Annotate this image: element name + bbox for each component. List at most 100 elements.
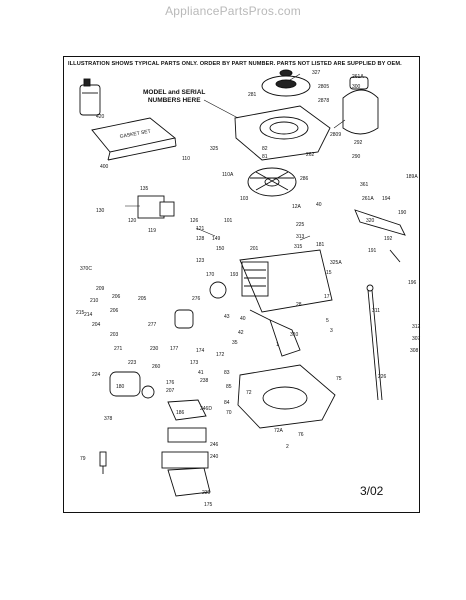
part-number-label: 320 [366, 218, 375, 224]
linkage-part [354, 209, 406, 263]
piston-part [174, 281, 227, 329]
part-number-label: 103 [240, 196, 249, 202]
part-number-label: 325A [330, 260, 342, 266]
part-number-label: 180 [116, 384, 125, 390]
part-number-label: 2809 [330, 132, 341, 138]
part-number-label: 223 [128, 360, 137, 366]
part-number-label: 214 [84, 312, 93, 318]
part-number-label: 177 [170, 346, 179, 352]
part-number-label: 176 [166, 380, 175, 386]
part-number-label: 307 [412, 336, 421, 342]
part-number-label: 260 [152, 364, 161, 370]
part-number-label: 286 [300, 176, 309, 182]
serial-callout: MODEL and SERIAL NUMBERS HERE [143, 89, 205, 105]
part-number-label: 1 [276, 342, 279, 348]
part-number-label: 209 [96, 286, 105, 292]
sump-base-part [237, 364, 336, 429]
part-number-label: 201 [250, 246, 259, 252]
part-number-label: 121 [196, 226, 205, 232]
serial-callout-line-1: MODEL and SERIAL [143, 89, 206, 96]
header-note: ILLUSTRATION SHOWS TYPICAL PARTS ONLY. O… [68, 61, 402, 67]
part-number-label: 110 [182, 156, 190, 162]
spark-plug-part [99, 451, 107, 474]
part-number-label: 196 [408, 280, 417, 286]
part-number-label: 81 [262, 154, 268, 160]
part-number-label: 40 [240, 316, 246, 322]
part-number-label: 189A [406, 174, 418, 180]
part-number-label: 378 [104, 416, 113, 422]
oil-bottle-part [79, 78, 101, 116]
part-number-label: 420 [96, 114, 105, 120]
part-number-label: 41 [198, 370, 204, 376]
part-number-label: 193 [230, 272, 239, 278]
part-number-label: 119 [148, 228, 156, 234]
carburetor-part [137, 195, 175, 219]
part-number-label: 28 [296, 302, 302, 308]
part-number-label: 400 [100, 164, 109, 170]
part-number-label: 2 [286, 444, 289, 450]
part-number-label: 173 [190, 360, 199, 366]
part-number-label: 361 [360, 182, 369, 188]
part-number-label: 12A [292, 204, 302, 210]
part-number-label: 276 [192, 296, 201, 302]
part-number-label: 174 [196, 348, 205, 354]
part-number-label: 226 [378, 374, 387, 380]
part-number-label: 15 [326, 270, 332, 276]
part-number-label: 203 [110, 332, 119, 338]
part-number-label: 75 [336, 376, 342, 382]
recoil-starter-part [261, 69, 311, 97]
part-number-label: 120 [128, 218, 137, 224]
part-number-label: 277 [148, 322, 157, 328]
part-number-label: 215 [76, 310, 85, 316]
part-number-label: 315 [294, 244, 303, 250]
muffler-part [109, 371, 155, 399]
part-number-label: 312 [412, 324, 421, 330]
gasket-set-envelope [91, 117, 177, 161]
part-number-label: 261A [362, 196, 374, 202]
air-filter-stack-part [161, 399, 211, 497]
part-number-label: 76 [298, 432, 304, 438]
part-number-label: 130 [96, 208, 105, 214]
site-watermark: AppliancePartsPros.com [165, 4, 301, 18]
part-number-label: 2878 [318, 98, 329, 104]
part-number-label: 205 [138, 296, 147, 302]
part-number-label: 290 [352, 154, 361, 160]
blower-housing-part [234, 105, 331, 161]
part-number-label: 126 [190, 218, 199, 224]
part-number-label: 261A [352, 74, 364, 80]
part-number-label: 204 [92, 322, 101, 328]
part-number-label: 224 [92, 372, 101, 378]
part-number-label: 240 [210, 454, 219, 460]
air-cleaner-cover-part [342, 76, 379, 135]
part-number-label: 150 [216, 246, 225, 252]
part-number-label: 5 [326, 318, 329, 324]
part-number-label: 175 [204, 502, 213, 508]
part-number-label: 40 [316, 202, 322, 208]
engine-block-part [239, 249, 333, 313]
part-number-label: 2805 [318, 84, 329, 90]
part-number-label: 72 [246, 390, 252, 396]
part-number-label: 70 [226, 410, 232, 416]
date-code: 3/02 [360, 484, 384, 498]
part-number-label: 210 [90, 298, 99, 304]
part-number-label: 181 [316, 242, 325, 248]
part-number-label: 271 [114, 346, 123, 352]
part-number-label: 327 [312, 70, 321, 76]
part-number-label: 42 [238, 330, 244, 336]
part-number-label: 110A [222, 172, 234, 178]
part-number-label: 82 [262, 146, 268, 152]
part-number-label: 292 [354, 140, 363, 146]
part-number-label: 246D [200, 406, 212, 412]
part-number-label: 308 [410, 348, 419, 354]
part-number-label: 206 [112, 294, 121, 300]
part-number-label: 123 [196, 258, 205, 264]
crankshaft-part [249, 309, 301, 357]
part-number-label: 207 [166, 388, 175, 394]
part-number-label: 186 [176, 410, 185, 416]
part-number-label: 43 [224, 314, 230, 320]
part-number-label: 310 [290, 332, 299, 338]
part-number-label: 172 [216, 352, 225, 358]
part-number-label: 311 [372, 308, 380, 314]
part-number-label: 149 [212, 236, 221, 242]
